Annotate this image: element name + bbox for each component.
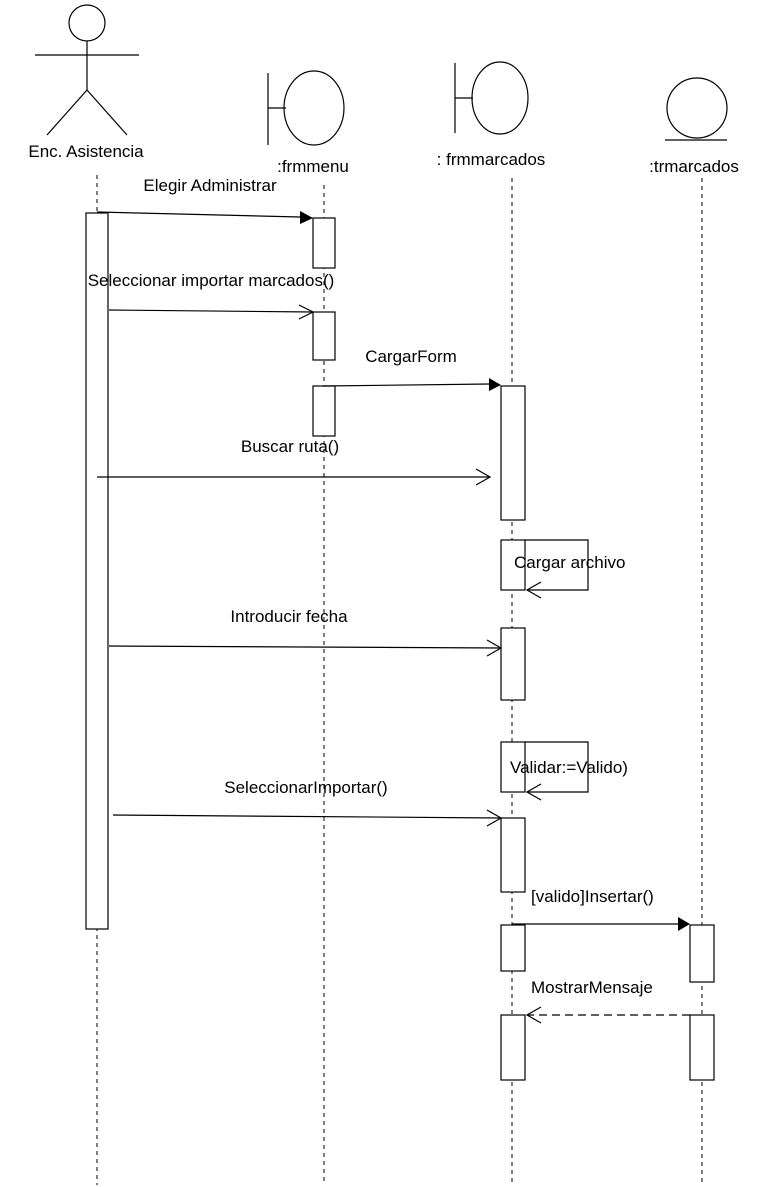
message-label: CargarForm: [365, 347, 457, 366]
activation-trmarcados: [689, 924, 715, 983]
message-label: SeleccionarImportar(): [224, 778, 387, 797]
arrowhead-open: [525, 783, 542, 801]
activation-frmmenu: [312, 217, 336, 269]
self-message-arrow: [525, 741, 589, 793]
message-label: Seleccionar importar marcados(): [88, 271, 335, 290]
participant-label-frmmenu: :frmmenu: [277, 157, 349, 176]
activation-frmmenu: [312, 385, 336, 437]
message-label: Elegir Administrar: [143, 176, 277, 195]
message-arrow: [108, 309, 314, 313]
activation-trmarcados: [689, 1014, 715, 1081]
actor-icon: [35, 4, 139, 136]
message-arrow: [323, 383, 490, 387]
activation-frmmenu: [312, 311, 336, 361]
activation-frmmarcados: [500, 924, 526, 972]
arrowhead-open: [525, 581, 542, 599]
participant-label-frmmarcados: : frmmarcados: [437, 150, 546, 169]
message-arrow: [112, 814, 502, 819]
message-label: Introducir fecha: [230, 607, 348, 626]
message-label: Validar:=Valido): [510, 758, 628, 777]
message-label: Buscar ruta(): [241, 437, 339, 456]
activation-actor: [85, 212, 109, 930]
activation-frmmarcados: [500, 817, 526, 893]
arrowhead-open: [475, 468, 492, 486]
message-arrow: [96, 211, 301, 218]
message-label: [valido]Insertar(): [531, 887, 654, 906]
activation-frmmarcados: [500, 385, 526, 521]
self-message-arrow: [525, 539, 589, 591]
message-label: MostrarMensaje: [531, 978, 653, 997]
boundary-icon: [267, 70, 345, 146]
arrowhead-filled: [489, 378, 501, 391]
entity-icon: [665, 77, 728, 141]
actor-label: Enc. Asistencia: [28, 142, 144, 161]
message-arrow: [108, 645, 502, 649]
arrowhead-open: [486, 809, 503, 827]
participant-label-trmarcados: :trmarcados: [649, 157, 739, 176]
activation-frmmarcados: [500, 1014, 526, 1081]
activation-frmmarcados: [500, 627, 526, 701]
activation-frmmarcados: [500, 741, 526, 793]
arrowhead-filled: [300, 211, 313, 224]
arrowhead-open: [486, 639, 503, 657]
activation-frmmarcados: [500, 539, 526, 591]
arrowhead-open: [298, 304, 315, 320]
boundary-icon: [454, 61, 529, 135]
arrowhead-filled: [678, 917, 690, 931]
arrowhead-open: [525, 1006, 542, 1024]
message-label: Cargar archivo: [514, 553, 626, 572]
